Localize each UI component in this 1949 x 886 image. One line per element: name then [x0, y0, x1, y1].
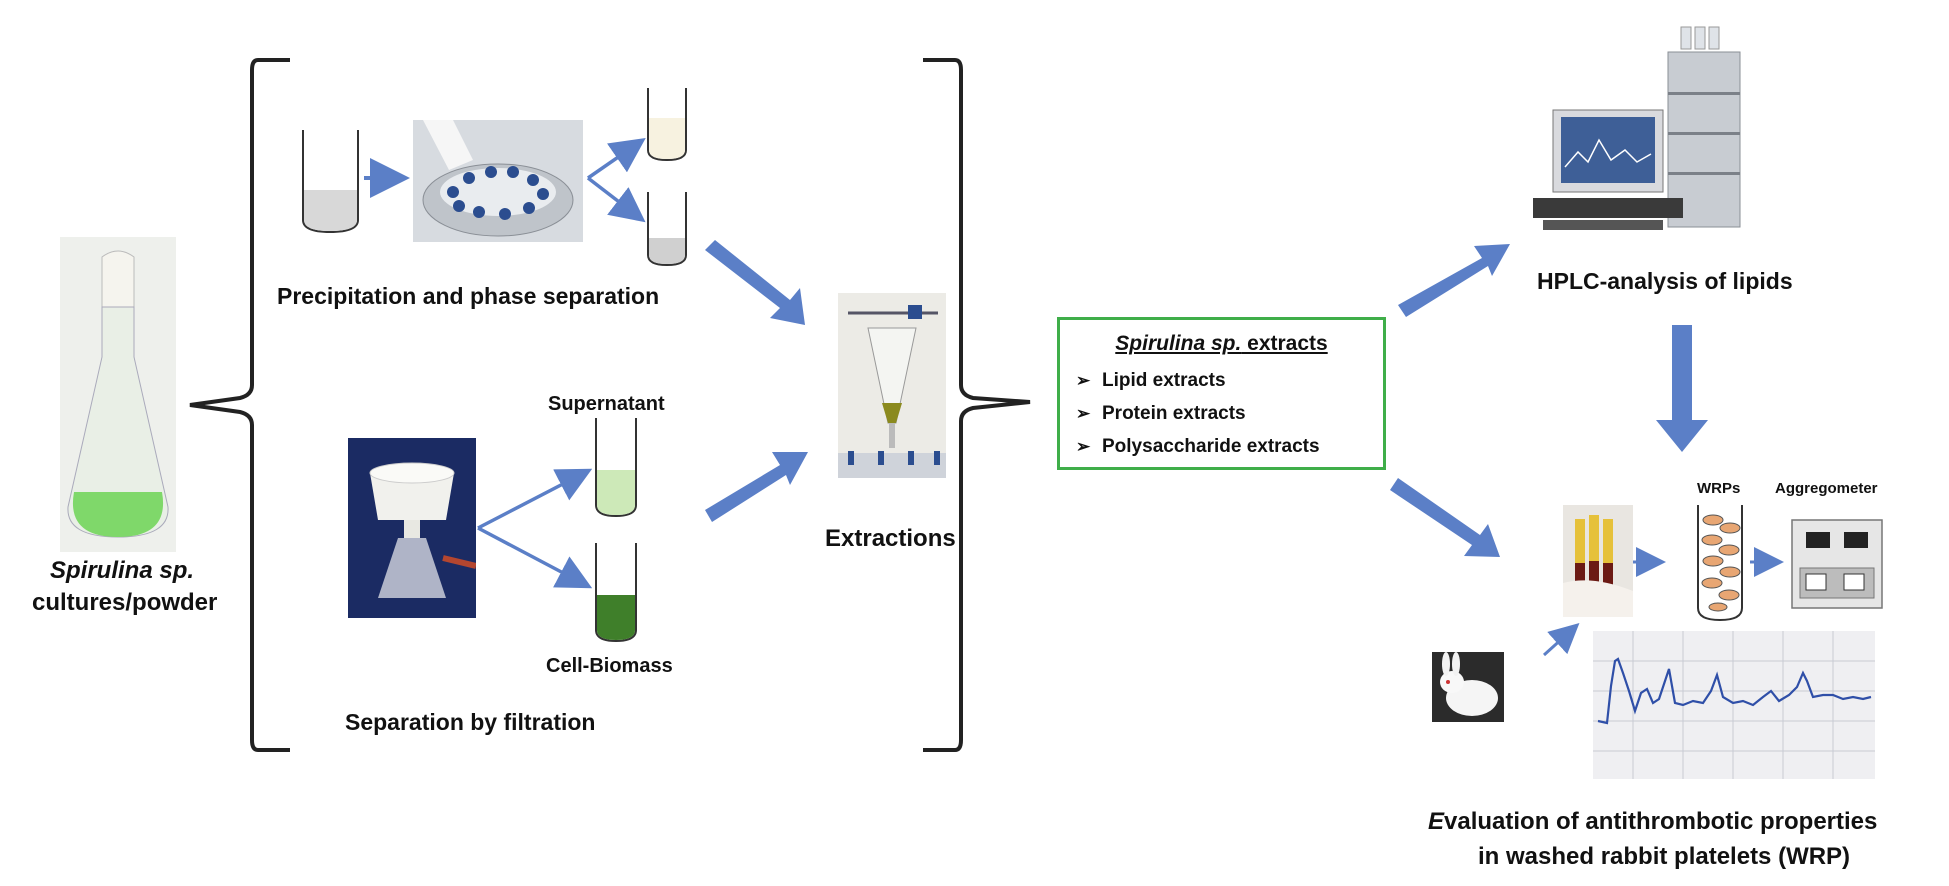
extractions-label: Extractions: [825, 525, 956, 552]
extracts-title-italic: Spirulina sp.: [1115, 332, 1242, 355]
wrp-tube-icon: [1697, 505, 1743, 622]
precipitation-label: Precipitation and phase separation: [277, 283, 660, 309]
hplc-photo: [1533, 22, 1743, 244]
block-arrow-to-evaluation: [1390, 478, 1500, 557]
supernatant-label: Supernatant: [548, 393, 665, 415]
buchner-funnel-photo: [348, 438, 476, 618]
block-arrow-hplc-down: [1656, 325, 1708, 452]
extracts-title-rest: extracts: [1241, 332, 1328, 355]
flask-photo: [60, 237, 176, 552]
wrps-label: WRPs: [1697, 480, 1741, 497]
bullet-arrow-icon: ➢: [1076, 371, 1091, 390]
extracts-title: Spirulina sp. extracts: [1060, 332, 1383, 356]
centrifuge-photo: [413, 120, 583, 242]
block-arrow-to-hplc: [1398, 244, 1510, 317]
evaluation-line1-rest: valuation of antithrombotic properties: [1444, 808, 1878, 835]
list-item-label: Polysaccharide extracts: [1102, 436, 1320, 457]
rabbit-photo: [1432, 652, 1504, 722]
separatory-funnel-photo: [838, 293, 946, 478]
right-bracket: [923, 58, 1031, 752]
hplc-label: HPLC-analysis of lipids: [1537, 268, 1793, 294]
source-subtitle: cultures/powder: [32, 589, 218, 616]
source-title: Spirulina sp.: [50, 557, 195, 584]
tube-icon-cell-biomass: [595, 543, 637, 643]
tube-icon-supernatant: [595, 418, 637, 518]
bullet-arrow-icon: ➢: [1076, 404, 1091, 423]
aggregation-trace-photo: [1593, 631, 1875, 779]
list-item: ➢ Polysaccharide extracts: [1076, 430, 1383, 463]
tube-icon-pellet-top: [647, 192, 687, 267]
list-item-label: Lipid extracts: [1102, 370, 1226, 391]
block-arrow-precip-to-extraction: [705, 240, 805, 325]
filtration-label: Separation by filtration: [345, 709, 596, 735]
cell-biomass-label: Cell-Biomass: [546, 655, 673, 677]
bullet-arrow-icon: ➢: [1076, 437, 1091, 456]
aggregometer-icon: [1791, 519, 1883, 609]
evaluation-first-letter: E: [1428, 808, 1445, 835]
list-item-label: Protein extracts: [1102, 403, 1246, 424]
extracts-list: ➢ Lipid extracts ➢ Protein extracts ➢ Polys…: [1076, 364, 1383, 463]
extracts-box: Spirulina sp. extracts ➢ Lipid extracts ➢…: [1057, 317, 1386, 470]
aggregometer-label: Aggregometer: [1775, 480, 1878, 497]
evaluation-line2: in washed rabbit platelets (WRP): [1478, 843, 1851, 870]
block-arrow-filtration-to-extraction: [705, 452, 808, 522]
blood-tubes-photo: [1563, 505, 1633, 617]
list-item: ➢ Protein extracts: [1076, 397, 1383, 430]
tube-icon-supernatant-top: [647, 88, 687, 162]
left-bracket: [189, 58, 290, 752]
evaluation-line1: Evaluation of antithrombotic properties: [1428, 808, 1877, 836]
list-item: ➢ Lipid extracts: [1076, 364, 1383, 397]
tube-icon-input: [302, 130, 359, 234]
